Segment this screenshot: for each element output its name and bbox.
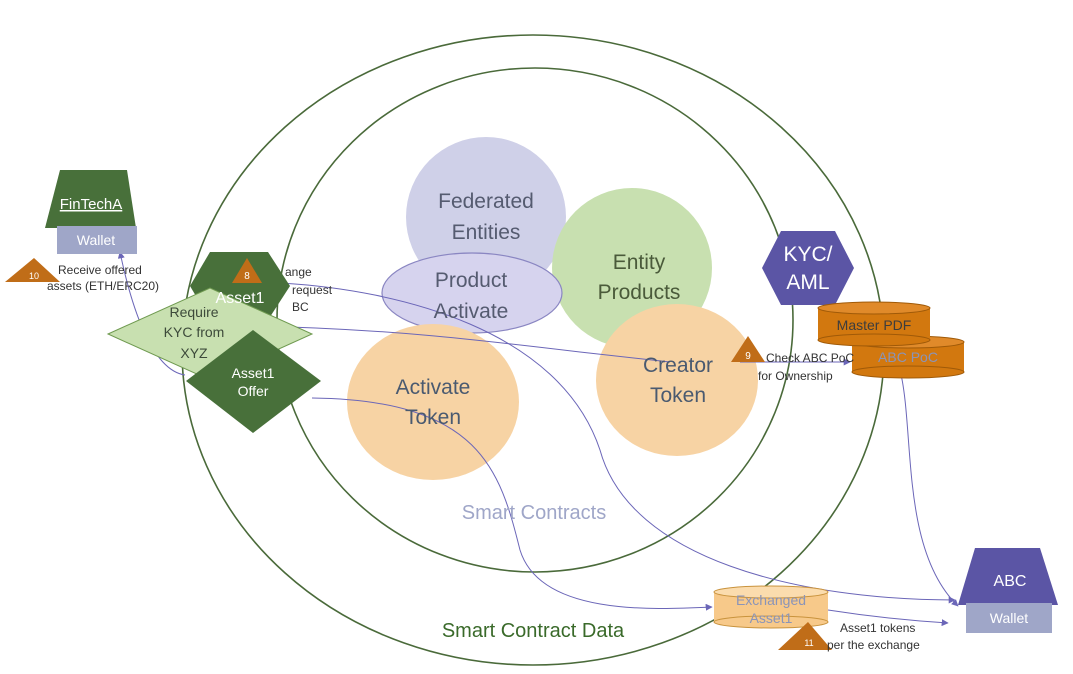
asset1-offer-line-2: Offer (238, 383, 269, 399)
activate-token-circle (347, 324, 519, 480)
fintech-title: FinTechA (60, 196, 123, 213)
abc-title: ABC (994, 573, 1027, 590)
abc-poc-label: ABC PoC (878, 349, 938, 365)
connector-exchanged-to-abc-wallet (827, 609, 949, 627)
exchanged-line-2: Asset1 (750, 610, 793, 626)
abc-shape (958, 548, 1058, 605)
step-10-number: 10 (29, 271, 39, 281)
fintech-wallet-label: Wallet (77, 232, 115, 248)
creator-token-circle (596, 304, 758, 456)
fintech-wallet[interactable] (57, 226, 137, 254)
product-activate-line-1: Product (435, 269, 508, 292)
step-10-triangle (5, 258, 60, 282)
step-10-line-2: assets (ETH/ERC20) (47, 279, 159, 293)
federated-line-2: Entities (452, 221, 521, 244)
connector-offer-to-exchanged (311, 397, 713, 611)
federated-line-1: Federated (438, 190, 534, 213)
require-kyc-line-1: Require (169, 304, 218, 320)
require-kyc-line-3: XYZ (180, 345, 208, 361)
master-pdf-cylinder (817, 301, 931, 347)
step-11-triangle (778, 622, 832, 650)
asset1-offer-line-1: Asset1 (232, 365, 275, 381)
step-9-number: 9 (745, 351, 751, 362)
require-kyc-line-2: KYC from (164, 324, 225, 340)
asset1-offer-diamond (186, 330, 321, 433)
kyc-line-1: KYC/ (783, 243, 832, 266)
entity-products-line-2: Products (598, 281, 681, 304)
step-10-line-1: Receive offered (58, 263, 142, 277)
fintech-shape (45, 170, 136, 228)
connector-poc-to-abc (899, 369, 959, 607)
step-11-line-1: Asset1 tokens (840, 621, 915, 635)
smart-contract-data-label: Smart Contract Data (442, 620, 625, 642)
step-8-line-2: request (292, 283, 333, 297)
step-11-line-2: per the exchange (827, 638, 920, 652)
smart-contract-data-ring (181, 34, 885, 666)
creator-token-line-1: Creator (643, 354, 713, 377)
activate-token-line-2: Token (405, 406, 461, 429)
exchanged-asset1-cylinder (713, 585, 829, 629)
step-9-triangle (731, 336, 765, 362)
abc-wallet-label: Wallet (990, 610, 1028, 626)
entity-products-line-1: Entity (613, 251, 666, 274)
step-8-line-1: ange (285, 265, 312, 279)
step-8-triangle (232, 258, 262, 283)
product-activate-line-2: Activate (434, 300, 509, 323)
kyc-aml-hexagon (762, 231, 854, 305)
step-9-line-1: Check ABC PoC (766, 351, 854, 365)
step-8-number: 8 (244, 271, 250, 282)
asset1-label: Asset1 (216, 290, 265, 307)
step-8-line-3: BC (292, 300, 309, 314)
kyc-line-2: AML (786, 271, 829, 294)
creator-token-line-2: Token (650, 384, 706, 407)
connector-creator-to-kyc (249, 322, 671, 363)
step-9-line-2: for Ownership (758, 369, 833, 383)
step-11-number: 11 (804, 638, 813, 648)
smart-contracts-label: Smart Contracts (462, 502, 606, 524)
activate-token-line-1: Activate (396, 376, 471, 399)
abc-wallet[interactable] (966, 603, 1052, 633)
exchanged-line-1: Exchanged (736, 592, 806, 608)
master-pdf-label: Master PDF (837, 317, 912, 333)
